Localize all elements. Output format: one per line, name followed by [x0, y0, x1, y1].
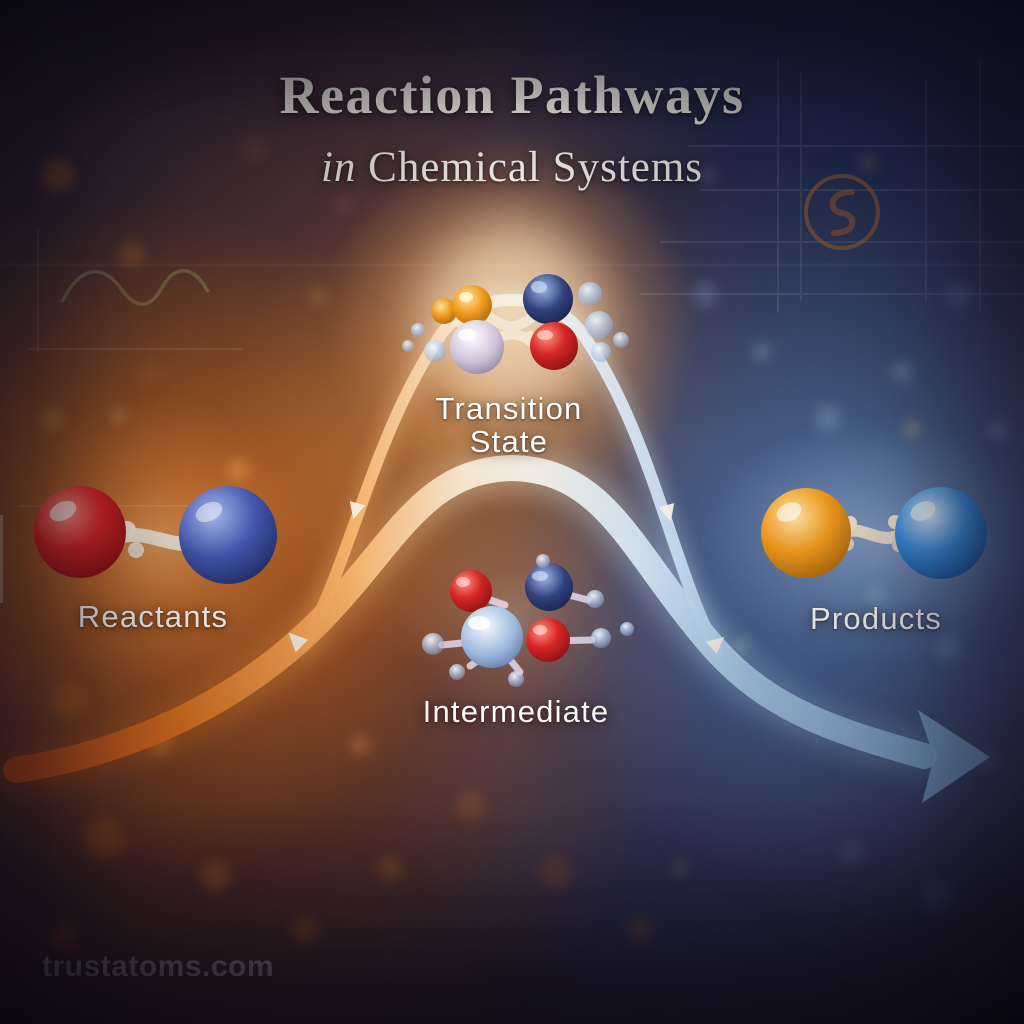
page-subtitle: in Chemical Systems [321, 143, 703, 192]
red-atom [34, 486, 126, 578]
atom [530, 322, 578, 370]
atom [523, 274, 573, 324]
edge-tick-mark [0, 515, 3, 603]
atom [525, 563, 573, 611]
transition-state-label-line1: Transition [435, 391, 583, 426]
atom [526, 618, 570, 662]
atom [450, 570, 492, 612]
intermediate-label: Intermediate [422, 694, 610, 729]
sketch-curve [60, 268, 210, 306]
atom [450, 320, 504, 374]
page-title: Reaction Pathways [279, 65, 745, 125]
subtitle-rest: Chemical Systems [356, 144, 704, 191]
navy-atom [179, 486, 277, 584]
subtitle-italic-word: in [320, 144, 357, 191]
atom [452, 285, 492, 325]
atom [461, 606, 523, 668]
orange-atom [761, 488, 851, 578]
reactants-label: Reactants [77, 599, 229, 634]
watermark: trustatoms.com [42, 950, 275, 983]
sketch-circle-s-icon [804, 174, 880, 250]
transition-state-label-line2: State [469, 424, 549, 459]
products-label: Products [810, 601, 942, 636]
blue-atom [895, 487, 987, 579]
